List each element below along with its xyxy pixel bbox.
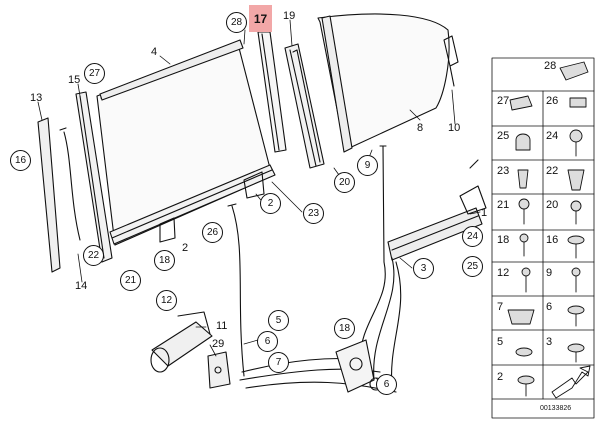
callout-2[interactable]: 2	[260, 193, 281, 214]
legend-num-25[interactable]: 25	[497, 130, 510, 142]
highlighted-part-label[interactable]: 17	[249, 5, 272, 32]
part-label-4[interactable]: 4	[151, 46, 158, 58]
legend-num-23[interactable]: 23	[497, 165, 510, 177]
part-label-19[interactable]: 19	[283, 10, 296, 22]
legend-num-20[interactable]: 20	[546, 199, 559, 211]
callout-6-lower[interactable]: 6	[376, 374, 397, 395]
regulator-mechanism-part	[335, 339, 383, 393]
diagram-document-number: 00133826	[540, 405, 572, 412]
legend-num-28[interactable]: 28	[544, 60, 557, 72]
callout-24[interactable]: 24	[462, 226, 483, 247]
screw-9-head-icon	[571, 267, 581, 277]
legend-num-9[interactable]: 9	[546, 267, 553, 279]
callout-12[interactable]: 12	[156, 290, 177, 311]
legend-num-18[interactable]: 18	[497, 234, 510, 246]
nut-7-icon	[507, 309, 535, 325]
callout-5[interactable]: 5	[268, 310, 289, 331]
clip-27-icon	[509, 95, 533, 111]
screw-12-head-icon	[521, 267, 531, 277]
legend-num-2[interactable]: 2	[497, 371, 504, 383]
quarter-glass-part	[317, 13, 450, 153]
screw-24-head-icon	[569, 129, 583, 143]
part-label-15[interactable]: 15	[68, 74, 81, 86]
motor-11-part	[150, 311, 213, 373]
screw-18-head-icon	[519, 233, 529, 243]
legend-grid	[491, 57, 595, 419]
part-label-13[interactable]: 13	[30, 92, 43, 104]
screw-3-head-icon	[567, 343, 585, 353]
callout-20[interactable]: 20	[334, 172, 355, 193]
legend-num-24[interactable]: 24	[546, 130, 559, 142]
callout-21[interactable]: 21	[120, 270, 141, 291]
part-label-29[interactable]: 29	[212, 338, 225, 350]
legend-num-26[interactable]: 26	[546, 95, 559, 107]
legend-num-27[interactable]: 27	[497, 95, 510, 107]
screw-20-head-icon	[570, 200, 582, 212]
trim-13-part	[37, 117, 61, 273]
legend-num-7[interactable]: 7	[497, 301, 504, 313]
callout-3[interactable]: 3	[413, 258, 434, 279]
callout-23[interactable]: 23	[303, 203, 324, 224]
callout-6[interactable]: 6	[257, 331, 278, 352]
legend-num-21[interactable]: 21	[497, 199, 510, 211]
glass-lower-rail-part	[109, 164, 276, 245]
direction-arrow-icon	[551, 365, 591, 399]
clip-23-icon	[517, 169, 529, 189]
callout-16[interactable]: 16	[10, 150, 31, 171]
part-label-10[interactable]: 10	[448, 122, 461, 134]
legend-num-3[interactable]: 3	[546, 336, 553, 348]
callout-28[interactable]: 28	[226, 12, 247, 33]
bracket-29-part	[207, 351, 231, 389]
callout-18-upper[interactable]: 18	[154, 250, 175, 271]
channel-15-part	[75, 91, 113, 263]
part-label-14[interactable]: 14	[75, 280, 88, 292]
legend-num-12[interactable]: 12	[497, 267, 510, 279]
callout-26[interactable]: 26	[202, 222, 223, 243]
callout-22[interactable]: 22	[83, 245, 104, 266]
callout-9[interactable]: 9	[357, 155, 378, 176]
part-label-8[interactable]: 8	[417, 122, 424, 134]
screw-2-head-icon	[517, 375, 535, 385]
legend-num-6[interactable]: 6	[546, 301, 553, 313]
regulator-cables-part	[227, 203, 402, 393]
cable-14-part	[59, 127, 81, 241]
part-label-2-lower[interactable]: 2	[182, 242, 189, 254]
clip-28-icon	[559, 61, 589, 81]
regulator-rail-part	[387, 159, 487, 261]
legend-num-5[interactable]: 5	[497, 336, 504, 348]
part-label-1[interactable]: 1	[481, 207, 488, 219]
guide-rail-19-part	[284, 43, 325, 169]
screw-6-head-icon	[567, 305, 585, 315]
rivet-5-icon	[515, 347, 533, 357]
nut-25-icon	[515, 133, 531, 151]
legend-num-16[interactable]: 16	[546, 234, 559, 246]
screw-21-head-icon	[518, 198, 530, 210]
screw-16-head-icon	[567, 235, 585, 245]
seal-strip-17-part	[257, 31, 287, 153]
clip-22-icon	[567, 169, 585, 191]
callout-7[interactable]: 7	[268, 352, 289, 373]
part-label-11[interactable]: 11	[216, 320, 228, 332]
pin-10-part	[443, 35, 459, 87]
legend-num-22[interactable]: 22	[546, 165, 559, 177]
cap-26-icon	[569, 97, 587, 108]
callout-27[interactable]: 27	[84, 63, 105, 84]
rod-9-part	[379, 145, 387, 263]
callout-25[interactable]: 25	[462, 256, 483, 277]
callout-18-lower[interactable]: 18	[334, 318, 355, 339]
legend-hardware-icons	[507, 61, 591, 399]
